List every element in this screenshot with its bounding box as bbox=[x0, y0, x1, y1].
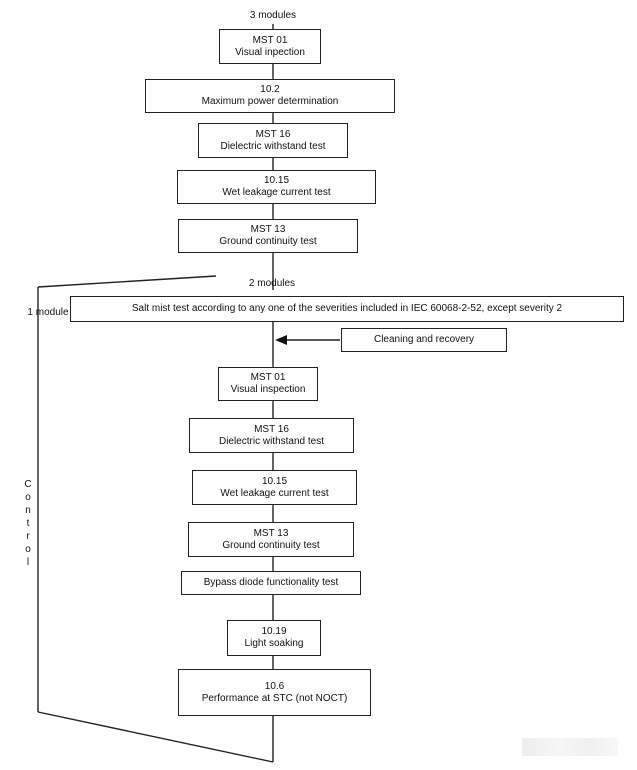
box-light-soaking: 10.19 Light soaking bbox=[227, 620, 321, 656]
box-mst13-ground: MST 13 Ground continuity test bbox=[178, 219, 358, 253]
box-title: Dielectric withstand test bbox=[218, 435, 325, 447]
box-title: Ground continuity test bbox=[219, 236, 317, 247]
cleaning-arrow-head bbox=[275, 335, 287, 345]
box-cleaning-recovery: Cleaning and recovery bbox=[341, 328, 507, 352]
box-code: MST 01 bbox=[252, 34, 288, 46]
box-code: MST 13 bbox=[253, 527, 289, 539]
three-modules-label: 3 modules bbox=[249, 10, 297, 21]
box-title: Ground continuity test bbox=[222, 539, 320, 551]
box-title: Visual inpection bbox=[235, 46, 305, 58]
two-modules-label: 2 modules bbox=[248, 278, 296, 289]
box-wet-leakage: 10.15 Wet leakage current test bbox=[177, 170, 376, 204]
box-bypass-diode: Bypass diode functionality test bbox=[181, 571, 361, 595]
box-title: Performance at STC (not NOCT) bbox=[201, 692, 348, 704]
box-title: Maximum power determination bbox=[201, 96, 339, 107]
box-wet-leakage-2: 10.15 Wet leakage current test bbox=[192, 470, 357, 505]
box-code: 10.15 bbox=[261, 475, 288, 487]
box-title: Cleaning and recovery bbox=[373, 334, 475, 345]
control-bottom-line bbox=[37, 711, 274, 763]
control-vertical-label: C o n t r o l bbox=[22, 478, 34, 569]
box-title: Dielectric withstand test bbox=[220, 140, 326, 152]
box-title: Salt mist test according to any one of t… bbox=[131, 303, 563, 314]
box-max-power: 10.2 Maximum power determination bbox=[145, 79, 395, 113]
box-performance-stc: 10.6 Performance at STC (not NOCT) bbox=[178, 669, 371, 716]
box-title: Wet leakage current test bbox=[222, 187, 331, 198]
box-code: 10.15 bbox=[263, 175, 290, 186]
branch-line-left bbox=[37, 275, 217, 288]
box-code: MST 16 bbox=[254, 423, 289, 435]
one-module-label: 1 module bbox=[27, 307, 69, 318]
box-code: MST 01 bbox=[250, 372, 286, 383]
box-title: Wet leakage current test bbox=[220, 487, 329, 499]
box-code: 10.6 bbox=[264, 680, 285, 692]
box-code: 10.2 bbox=[260, 84, 280, 95]
control-letter: l bbox=[26, 557, 30, 568]
box-salt-mist: Salt mist test according to any one of t… bbox=[70, 296, 624, 322]
control-letter: C bbox=[24, 479, 32, 490]
box-mst01-visual: MST 01 Visual inpection bbox=[219, 29, 321, 64]
box-mst01-visual-2: MST 01 Visual inspection bbox=[218, 367, 318, 401]
box-title: Bypass diode functionality test bbox=[203, 577, 339, 588]
control-letter: o bbox=[25, 544, 31, 555]
box-title: Visual inspection bbox=[230, 384, 306, 395]
watermark-blur bbox=[522, 738, 618, 756]
box-mst13-ground-2: MST 13 Ground continuity test bbox=[188, 522, 354, 557]
control-letter: n bbox=[25, 505, 31, 516]
control-letter: r bbox=[26, 531, 30, 542]
box-mst16-dielectric: MST 16 Dielectric withstand test bbox=[198, 123, 348, 158]
box-code: 10.19 bbox=[261, 626, 287, 637]
control-letter: t bbox=[26, 518, 30, 529]
box-title: Light soaking bbox=[244, 638, 304, 649]
box-code: MST 13 bbox=[250, 224, 286, 235]
box-code: MST 16 bbox=[255, 128, 291, 140]
control-letter: o bbox=[25, 492, 31, 503]
box-mst16-dielectric-2: MST 16 Dielectric withstand test bbox=[189, 418, 354, 453]
